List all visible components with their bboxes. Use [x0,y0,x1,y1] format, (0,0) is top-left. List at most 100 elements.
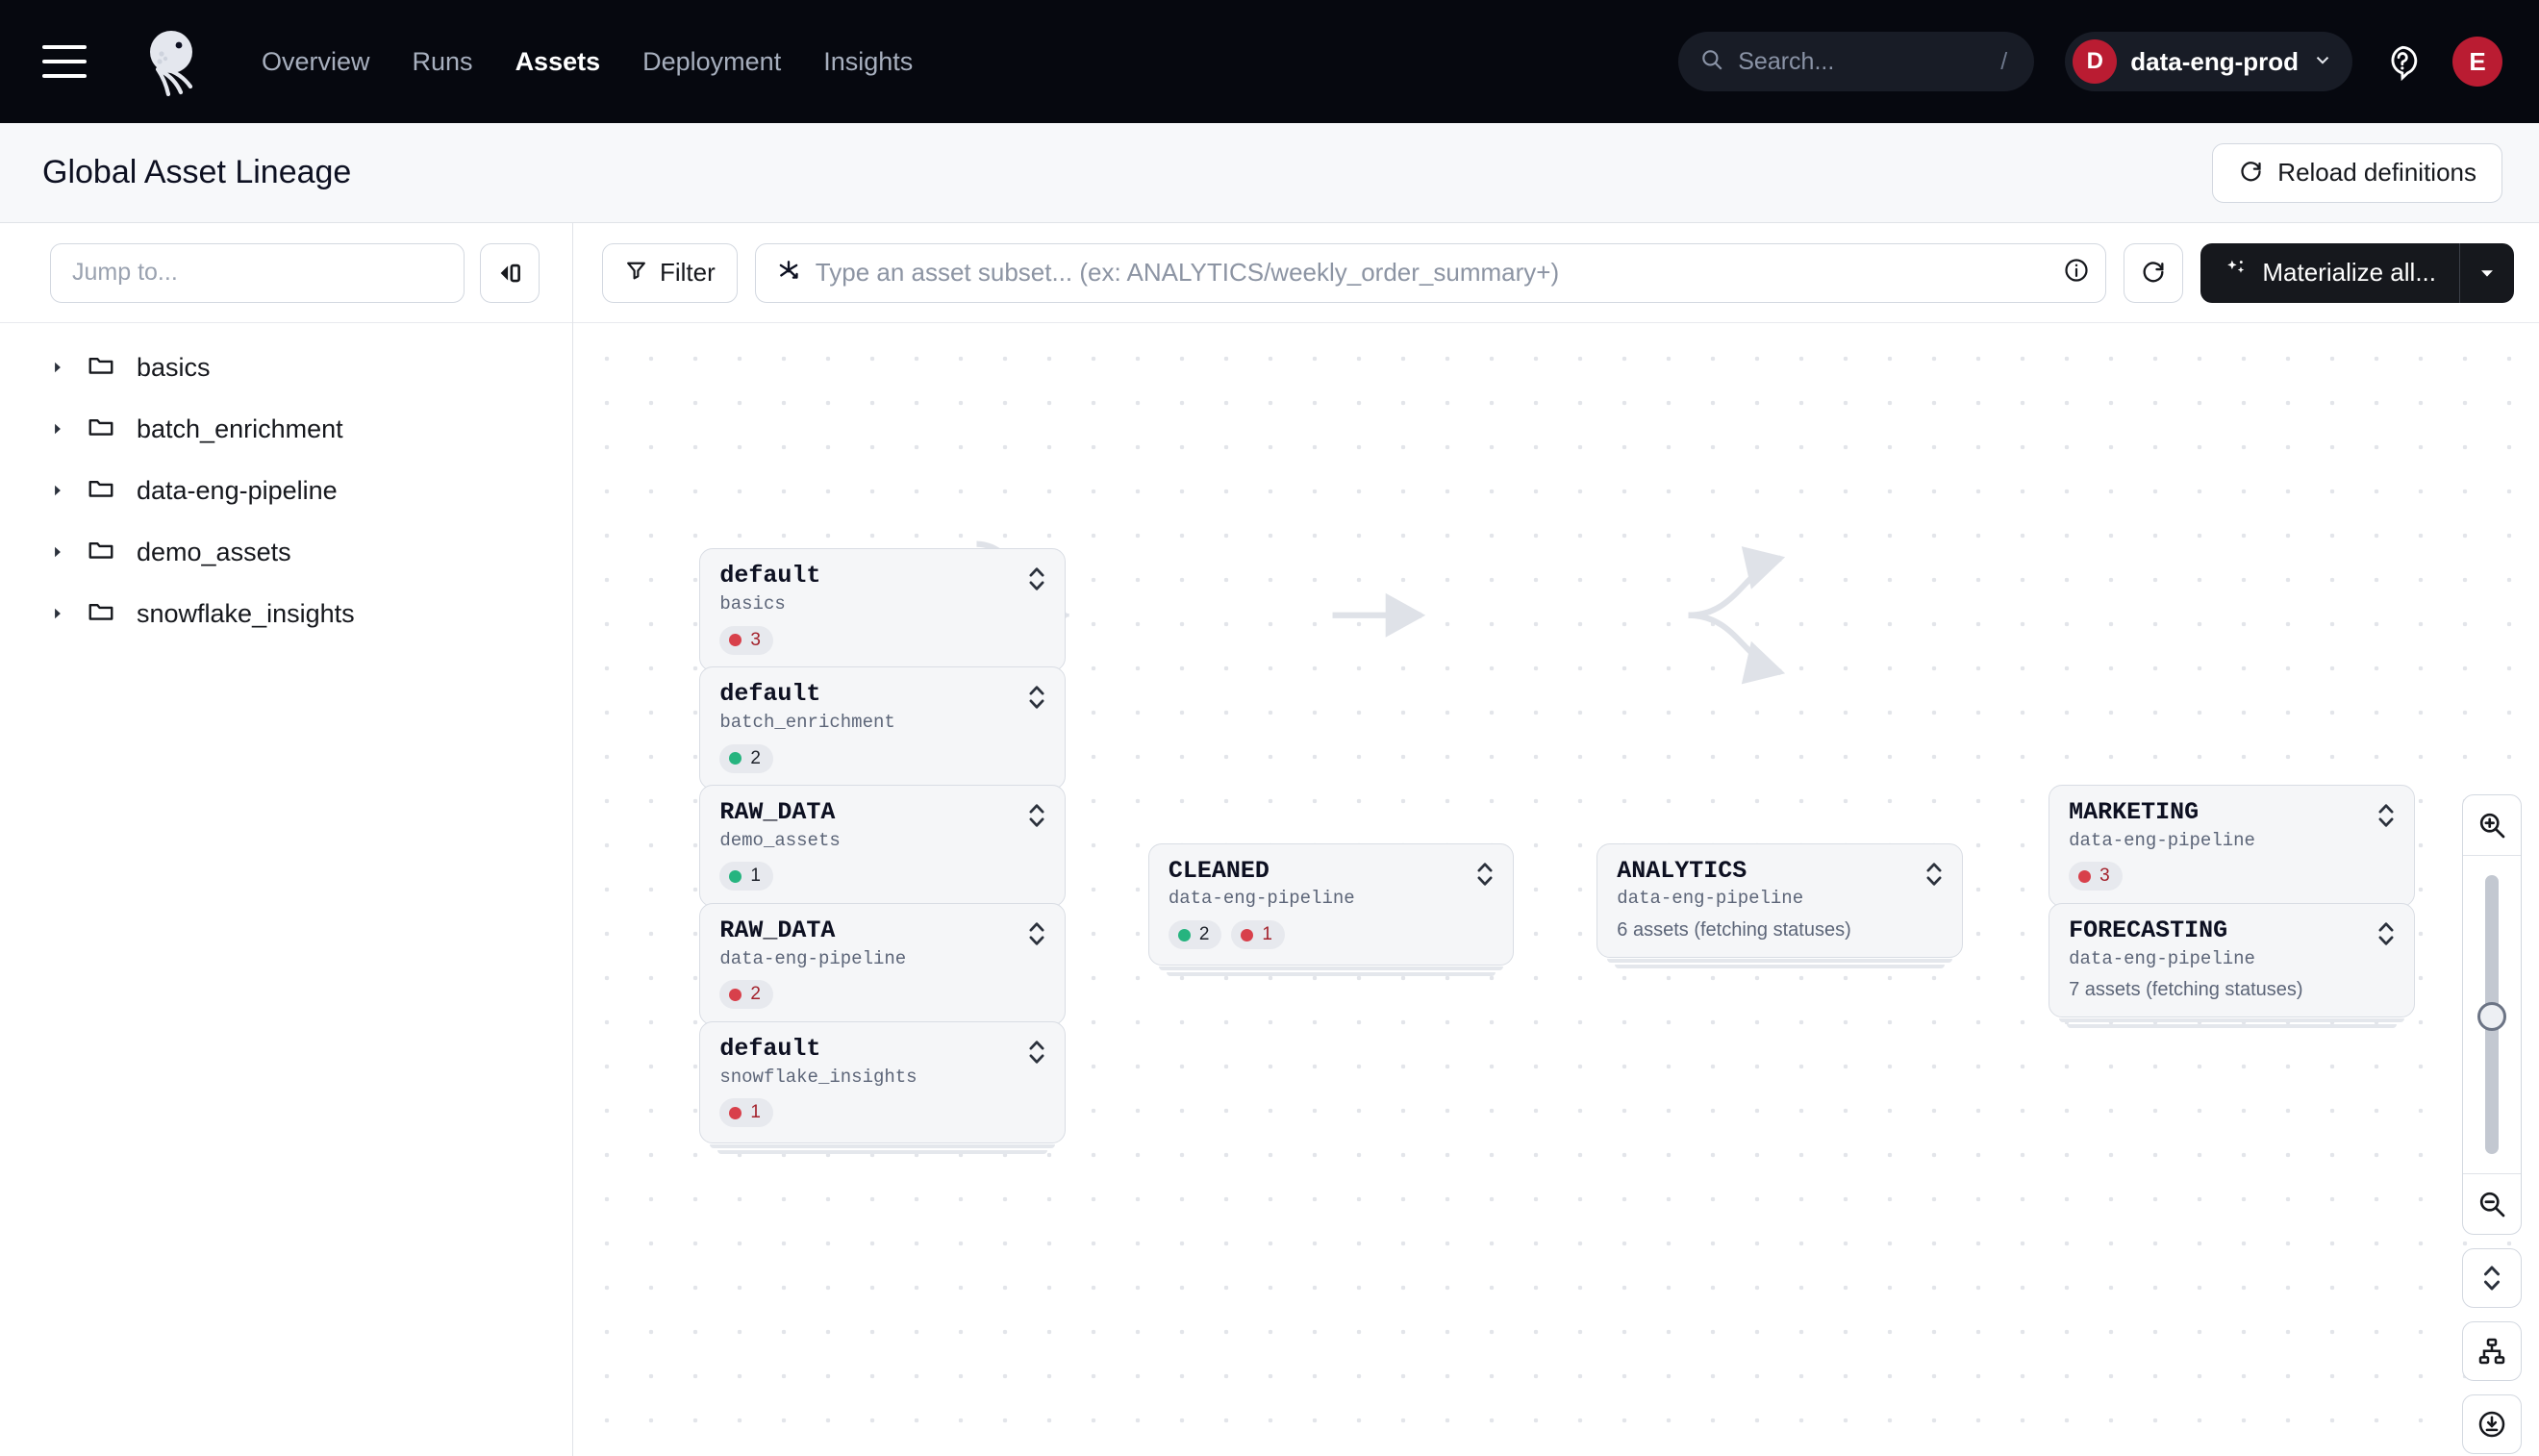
chevron-down-icon [2312,49,2333,75]
status-badge-failed[interactable]: 1 [719,1098,773,1128]
status-badge-success[interactable]: 2 [719,743,773,773]
top-navigation-bar: Overview Runs Assets Deployment Insights… [0,0,2539,123]
expand-collapse-chevron-icon[interactable] [1026,683,1047,716]
asset-group-node-demo-assets[interactable]: RAW_DATA demo_assets 1 [699,784,1066,918]
materialize-all-label: Materialize all... [2262,258,2436,287]
zoom-slider-group [2462,794,2522,1235]
node-subtitle: data-eng-pipeline [719,947,907,969]
filter-label: Filter [660,258,716,287]
help-question-icon[interactable] [2383,42,2422,81]
dagster-logo[interactable] [137,27,206,96]
chevron-right-icon[interactable] [50,484,65,497]
sidebar-item-demo-assets[interactable]: demo_assets [0,521,572,583]
node-title: FORECASTING [2069,916,2228,944]
sidebar-item-snowflake-insights[interactable]: snowflake_insights [0,583,572,644]
nav-link-deployment[interactable]: Deployment [642,46,782,76]
status-badge-success[interactable]: 1 [719,862,773,891]
status-badge-failed[interactable]: 3 [2069,862,2123,891]
expand-collapse-chevron-icon[interactable] [1474,860,1496,893]
expand-collapse-chevron-icon[interactable] [2376,801,2397,835]
status-count: 3 [2099,866,2110,887]
expand-collapse-chevron-icon[interactable] [1026,919,1047,953]
status-badge-success[interactable]: 2 [1168,920,1222,950]
collapse-panel-icon[interactable] [480,242,540,303]
refresh-lineage-button[interactable] [2124,242,2184,303]
node-subtitle: basics [719,592,786,615]
chevron-right-icon[interactable] [50,361,65,374]
jump-to-input[interactable]: Jump to... [50,242,465,303]
sidebar-item-label: snowflake_insights [137,598,355,628]
status-count: 1 [750,866,761,887]
chevron-right-icon[interactable] [50,422,65,436]
sidebar-item-batch-enrichment[interactable]: batch_enrichment [0,398,572,460]
asset-group-node-analytics[interactable]: ANALYTICS data-eng-pipeline 6 assets (fe… [1596,842,1963,969]
user-avatar[interactable]: E [2452,37,2502,87]
asset-subset-placeholder: Type an asset subset... (ex: ANALYTICS/w… [815,258,1560,287]
materialize-all-button[interactable]: Materialize all... [2200,242,2514,303]
node-stack-layer [710,1144,1055,1149]
status-badge-failed[interactable]: 2 [719,980,773,1010]
zoom-controls [2462,794,2522,1454]
status-dot-success [729,869,742,883]
status-badge-failed[interactable]: 1 [1231,920,1285,950]
node-subtitle: data-eng-pipeline [2069,829,2255,851]
asset-group-node-forecasting[interactable]: FORECASTING data-eng-pipeline 7 assets (… [2049,902,2415,1029]
node-title: CLEANED [1168,856,1270,885]
status-dot-failed [1241,928,1254,941]
materialize-all-label-group[interactable]: Materialize all... [2200,243,2459,303]
sparkles-icon [2224,257,2249,289]
materialize-divider [2459,242,2460,303]
status-dot-success [1177,928,1191,941]
chevron-right-icon[interactable] [50,545,65,559]
reload-definitions-label: Reload definitions [2277,158,2476,187]
nav-link-assets[interactable]: Assets [515,46,601,76]
node-subtitle: snowflake_insights [719,1066,918,1088]
lineage-graph-canvas[interactable]: default basics 3 default batch_enrichmen… [573,323,2539,1456]
asset-subset-input[interactable]: Type an asset subset... (ex: ANALYTICS/w… [754,242,2107,303]
nav-link-insights[interactable]: Insights [823,46,914,76]
expand-collapse-chevron-icon[interactable] [1026,1038,1047,1071]
materialize-dropdown-caret[interactable] [2460,243,2514,303]
asset-group-node-cleaned[interactable]: CLEANED data-eng-pipeline 2 1 [1147,842,1515,977]
expand-collapse-chevron-icon[interactable] [2376,919,2397,953]
node-status-badges: 2 [719,980,1045,1010]
node-stack-layer [1158,966,1504,971]
deployment-selector[interactable]: D data-eng-prod [2065,32,2352,91]
expand-collapse-chevron-icon[interactable] [1026,565,1047,598]
status-count: 2 [750,747,761,768]
status-count: 2 [750,984,761,1005]
node-subtitle: data-eng-pipeline [2069,947,2255,969]
asset-group-node-batch-enrichment[interactable]: default batch_enrichment 2 [699,666,1066,800]
node-subtitle: demo_assets [719,829,841,851]
asset-group-node-marketing[interactable]: MARKETING data-eng-pipeline 3 [2049,784,2415,918]
sidebar-item-label: basics [137,352,211,382]
zoom-slider[interactable] [2463,856,2521,1173]
zoom-slider-thumb[interactable] [2477,1002,2506,1031]
zoom-out-icon[interactable] [2463,1174,2521,1234]
hamburger-menu-icon[interactable] [42,45,87,78]
expand-collapse-icon[interactable] [2462,1248,2522,1308]
expand-collapse-chevron-icon[interactable] [1026,801,1047,835]
hierarchy-layout-icon[interactable] [2462,1321,2522,1381]
sidebar-item-data-eng-pipeline[interactable]: data-eng-pipeline [0,460,572,521]
nav-link-runs[interactable]: Runs [412,46,473,76]
folder-icon [87,536,115,569]
info-circle-icon[interactable] [2063,257,2090,289]
zoom-in-icon[interactable] [2463,795,2521,855]
folder-icon [87,474,115,508]
filter-button[interactable]: Filter [602,242,738,303]
expand-collapse-chevron-icon[interactable] [1923,860,1945,893]
refresh-icon [2238,157,2264,189]
asset-group-node-basics[interactable]: default basics 3 [699,548,1066,682]
sidebar-item-label: demo_assets [137,537,291,566]
asset-group-node-raw-data-pipeline[interactable]: RAW_DATA data-eng-pipeline 2 [699,902,1066,1037]
asset-group-node-snowflake-insights[interactable]: default snowflake_insights 1 [699,1020,1066,1155]
status-badge-failed[interactable]: 3 [719,625,773,655]
sidebar-item-basics[interactable]: basics [0,337,572,398]
nav-link-overview[interactable]: Overview [262,46,370,76]
reload-definitions-button[interactable]: Reload definitions [2212,142,2502,203]
chevron-right-icon[interactable] [50,607,65,620]
global-search-input[interactable]: Search... / [1678,32,2035,91]
node-title: default [719,680,821,708]
download-circle-icon[interactable] [2462,1394,2522,1454]
